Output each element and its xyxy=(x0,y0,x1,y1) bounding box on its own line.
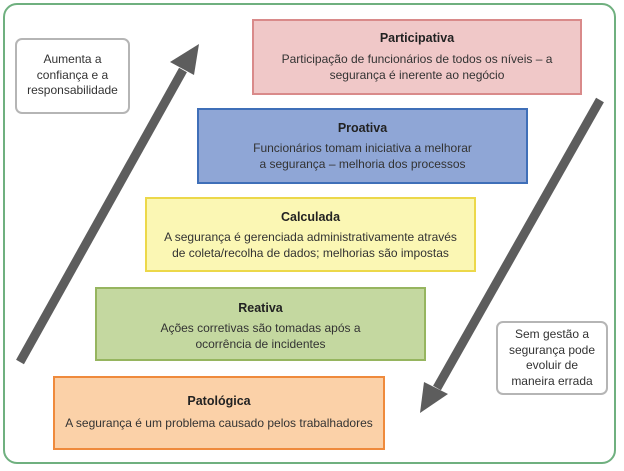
level-description: A segurança é gerenciada administrativam… xyxy=(164,230,457,260)
level-title: Reativa xyxy=(238,301,283,315)
level-description: Participação de funcionários de todos os… xyxy=(281,52,553,82)
level-proativa: Proativa Funcionários tomam iniciativa a… xyxy=(197,108,528,184)
level-reativa: Reativa Ações corretivas são tomadas apó… xyxy=(95,287,426,361)
note-increase-trust: Aumenta a confiança e a responsabilidade xyxy=(15,38,130,114)
level-description: Funcionários tomam iniciativa a melhorar… xyxy=(253,141,472,171)
level-description: A segurança é um problema causado pelos … xyxy=(65,416,373,430)
level-description: Ações corretivas são tomadas após a ocor… xyxy=(160,321,361,351)
level-calculada: Calculada A segurança é gerenciada admin… xyxy=(145,197,476,272)
down-arrow-icon xyxy=(420,97,604,413)
level-title: Proativa xyxy=(337,121,388,135)
level-title: Participativa xyxy=(379,31,455,45)
level-patologica: Patológica A segurança é um problema cau… xyxy=(53,376,385,450)
note-without-management: Sem gestão a segurança pode evoluir de m… xyxy=(496,321,608,395)
diagram-frame xyxy=(3,3,616,464)
up-arrow-icon xyxy=(16,44,199,365)
level-title: Calculada xyxy=(280,210,341,224)
level-title: Patológica xyxy=(187,394,251,408)
level-participativa: Participativa Participação de funcionári… xyxy=(252,19,582,95)
